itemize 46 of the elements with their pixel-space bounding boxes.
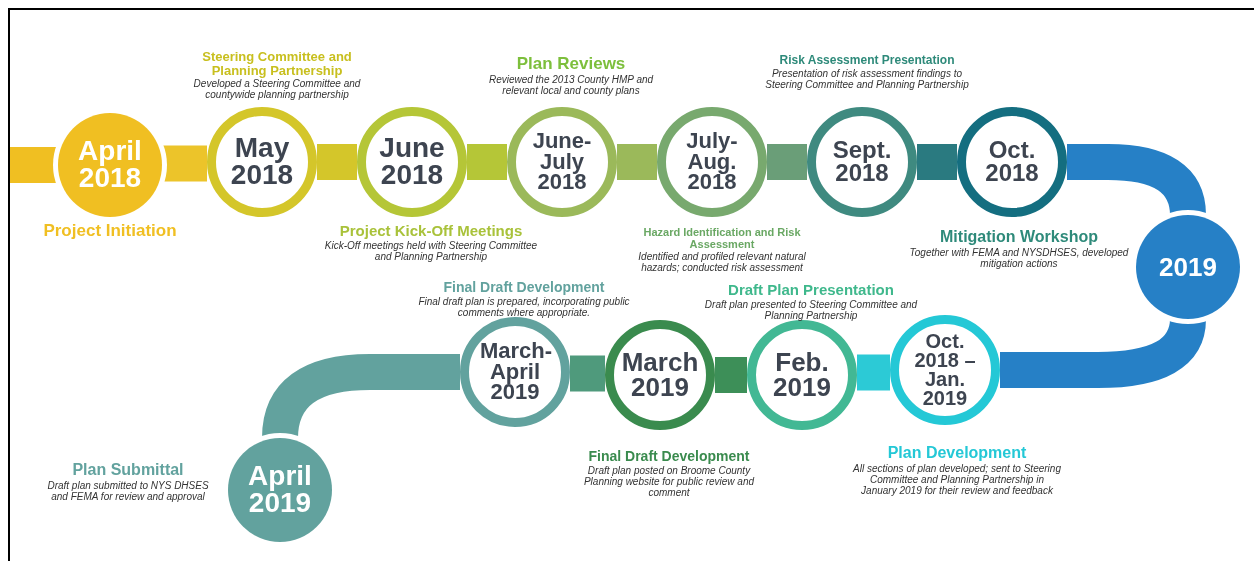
timeline-band — [767, 144, 807, 180]
milestone-description: Draft plan submitted to NYS DHSES and FEMA for review and approval — [46, 479, 210, 502]
date-label: July-Aug. 2018 — [685, 130, 739, 194]
milestone-description: Final draft plan is prepared, incorporating public comments where appropriate. — [417, 295, 631, 318]
date-label: Feb. 2019 — [772, 350, 832, 400]
date-label: March 2019 — [620, 350, 700, 400]
timeline-band — [162, 145, 207, 182]
date-label: 2019 — [1158, 254, 1218, 280]
timeline-band — [10, 147, 58, 183]
date-label: June 2018 — [378, 135, 446, 189]
timeline-band — [715, 357, 747, 393]
date-label: Oct. 2018 – Jan. 2019 — [913, 332, 977, 408]
timeline-band — [857, 354, 890, 391]
milestone-description: Developed a Steering Committee and countywide planning partnership — [192, 78, 362, 101]
milestone-description: Draft plan posted on Broome County Planning website for public review and comment — [582, 464, 756, 498]
milestone-description: Together with FEMA and NYSDHSES, developed mitigation actions — [909, 246, 1129, 269]
date-label: Oct. 2018 — [984, 139, 1040, 185]
date-label: May 2018 — [229, 135, 295, 189]
milestone-description: Presentation of risk assessment findings to Steering Committee and Planning Partnership — [764, 67, 970, 90]
timeline-band — [617, 144, 657, 180]
timeline-band — [570, 355, 605, 392]
timeline-band — [917, 144, 957, 180]
milestone-heading: Draft Plan Presentation — [727, 282, 895, 298]
milestone-heading: Final Draft Development — [587, 449, 751, 464]
milestone-description: Draft plan presented to Steering Committee and Planning Partnership — [703, 298, 919, 321]
milestone-heading: Plan Reviews — [515, 55, 627, 73]
milestone-heading: Steering Committee and Planning Partnership — [201, 50, 353, 78]
milestone-description: Kick-Off meetings held with Steering Committee and Planning Partnership — [323, 239, 539, 262]
timeline-band — [317, 144, 357, 180]
milestone-heading: Hazard Identification and Risk Assessment — [642, 227, 802, 251]
date-label: April 2018 — [77, 138, 143, 192]
timeline-band — [467, 144, 507, 180]
milestone-heading: Plan Development — [886, 445, 1028, 462]
milestone-description: Reviewed the 2013 County HMP and relevant local and county plans — [487, 73, 655, 96]
date-label: Sept. 2018 — [831, 139, 893, 185]
milestone-description: All sections of plan developed; sent to Steering Committee and Planning Partnership in January 2019 for their review and feedback — [852, 462, 1062, 496]
milestone-heading: Plan Submittal — [71, 462, 185, 479]
milestone-description: Identified and profiled relevant natural hazards; conducted risk assessment — [637, 251, 807, 274]
date-label: June-July 2018 — [531, 130, 593, 194]
milestone-heading: Project Initiation — [42, 222, 178, 240]
date-label: April 2019 — [247, 463, 313, 517]
milestone-heading: Mitigation Workshop — [939, 229, 1099, 246]
milestone-heading: Project Kick-Off Meetings — [338, 223, 524, 239]
date-label: March-April 2019 — [480, 340, 550, 404]
milestone-heading: Risk Assessment Presentation — [778, 54, 956, 67]
milestone-heading: Final Draft Development — [442, 280, 606, 295]
